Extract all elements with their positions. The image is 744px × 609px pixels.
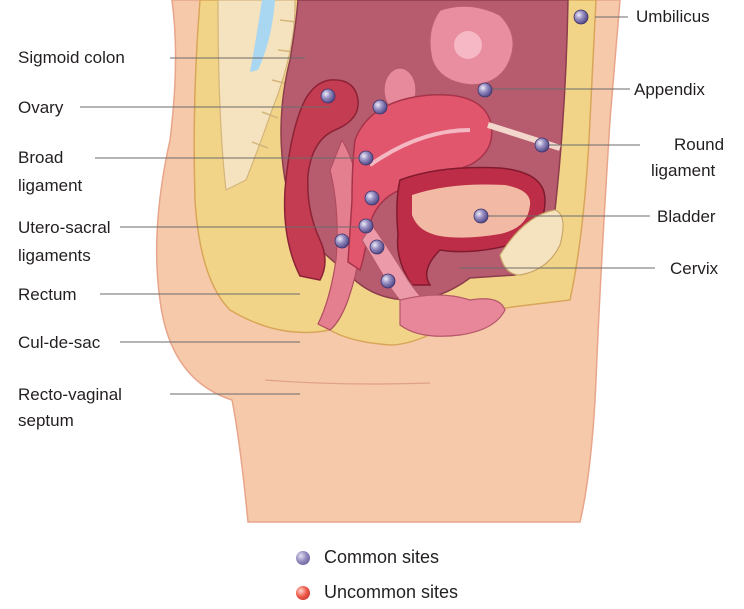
label-rectum: Rectum bbox=[18, 284, 77, 305]
marker-uterosacral-1 bbox=[365, 191, 379, 205]
label-uterosacral-2: ligaments bbox=[18, 245, 91, 266]
marker-bladder bbox=[474, 209, 488, 223]
marker-cul-de-sac bbox=[370, 240, 384, 254]
label-cul-de-sac: Cul-de-sac bbox=[18, 332, 100, 353]
marker-round-ligament bbox=[535, 138, 549, 152]
label-sigmoid-colon: Sigmoid colon bbox=[18, 47, 125, 68]
marker-rectovaginal bbox=[381, 274, 395, 288]
label-appendix: Appendix bbox=[634, 79, 705, 100]
marker-umbilicus bbox=[574, 10, 588, 24]
label-umbilicus: Umbilicus bbox=[636, 6, 710, 27]
label-ovary: Ovary bbox=[18, 97, 63, 118]
marker-uterosacral-2 bbox=[359, 219, 373, 233]
label-broad-ligament-2: ligament bbox=[18, 175, 82, 196]
marker-ovary bbox=[373, 100, 387, 114]
label-rectovaginal-2: septum bbox=[18, 410, 74, 431]
uncommon-site-icon bbox=[296, 586, 310, 600]
marker-broad-ligament bbox=[359, 151, 373, 165]
label-bladder: Bladder bbox=[657, 206, 716, 227]
label-broad-ligament-1: Broad bbox=[18, 147, 63, 168]
label-cervix: Cervix bbox=[670, 258, 718, 279]
bowel-highlight bbox=[454, 31, 482, 59]
legend-uncommon: Uncommon sites bbox=[296, 582, 458, 603]
bladder-lumen bbox=[412, 184, 530, 237]
marker-appendix bbox=[478, 83, 492, 97]
legend-common-label: Common sites bbox=[324, 547, 439, 568]
marker-sigmoid-ovary bbox=[321, 89, 335, 103]
label-uterosacral-1: Utero-sacral bbox=[18, 217, 111, 238]
common-site-icon bbox=[296, 551, 310, 565]
label-round-ligament-2: ligament bbox=[651, 160, 715, 181]
label-rectovaginal-1: Recto-vaginal bbox=[18, 384, 122, 405]
marker-rectum bbox=[335, 234, 349, 248]
legend-common: Common sites bbox=[296, 547, 439, 568]
legend-uncommon-label: Uncommon sites bbox=[324, 582, 458, 603]
label-round-ligament-1: Round bbox=[674, 134, 724, 155]
